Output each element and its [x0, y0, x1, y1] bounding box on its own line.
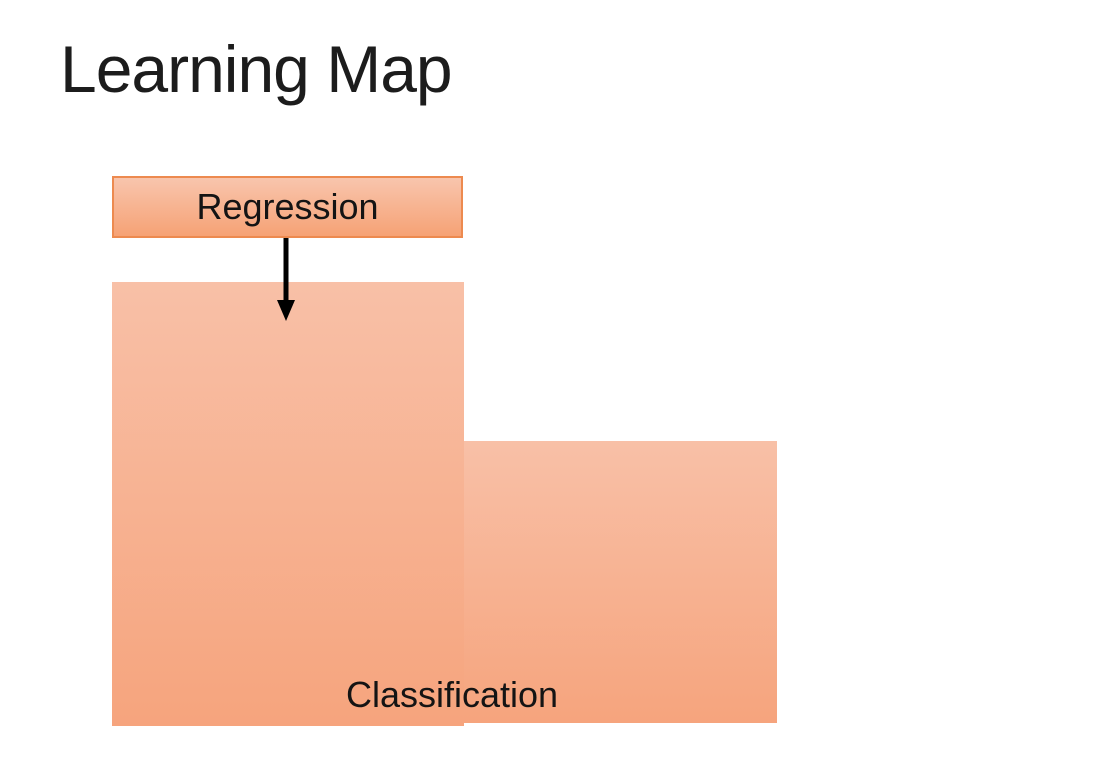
classification-label: Classification — [346, 674, 559, 715]
classification-area-rect — [464, 441, 777, 723]
regression-area-rect — [112, 282, 464, 726]
regression-node: Regression — [112, 176, 463, 238]
slide-title: Learning Map — [60, 32, 453, 106]
regression-node-label: Regression — [196, 186, 379, 227]
down-arrow-icon — [277, 238, 295, 321]
